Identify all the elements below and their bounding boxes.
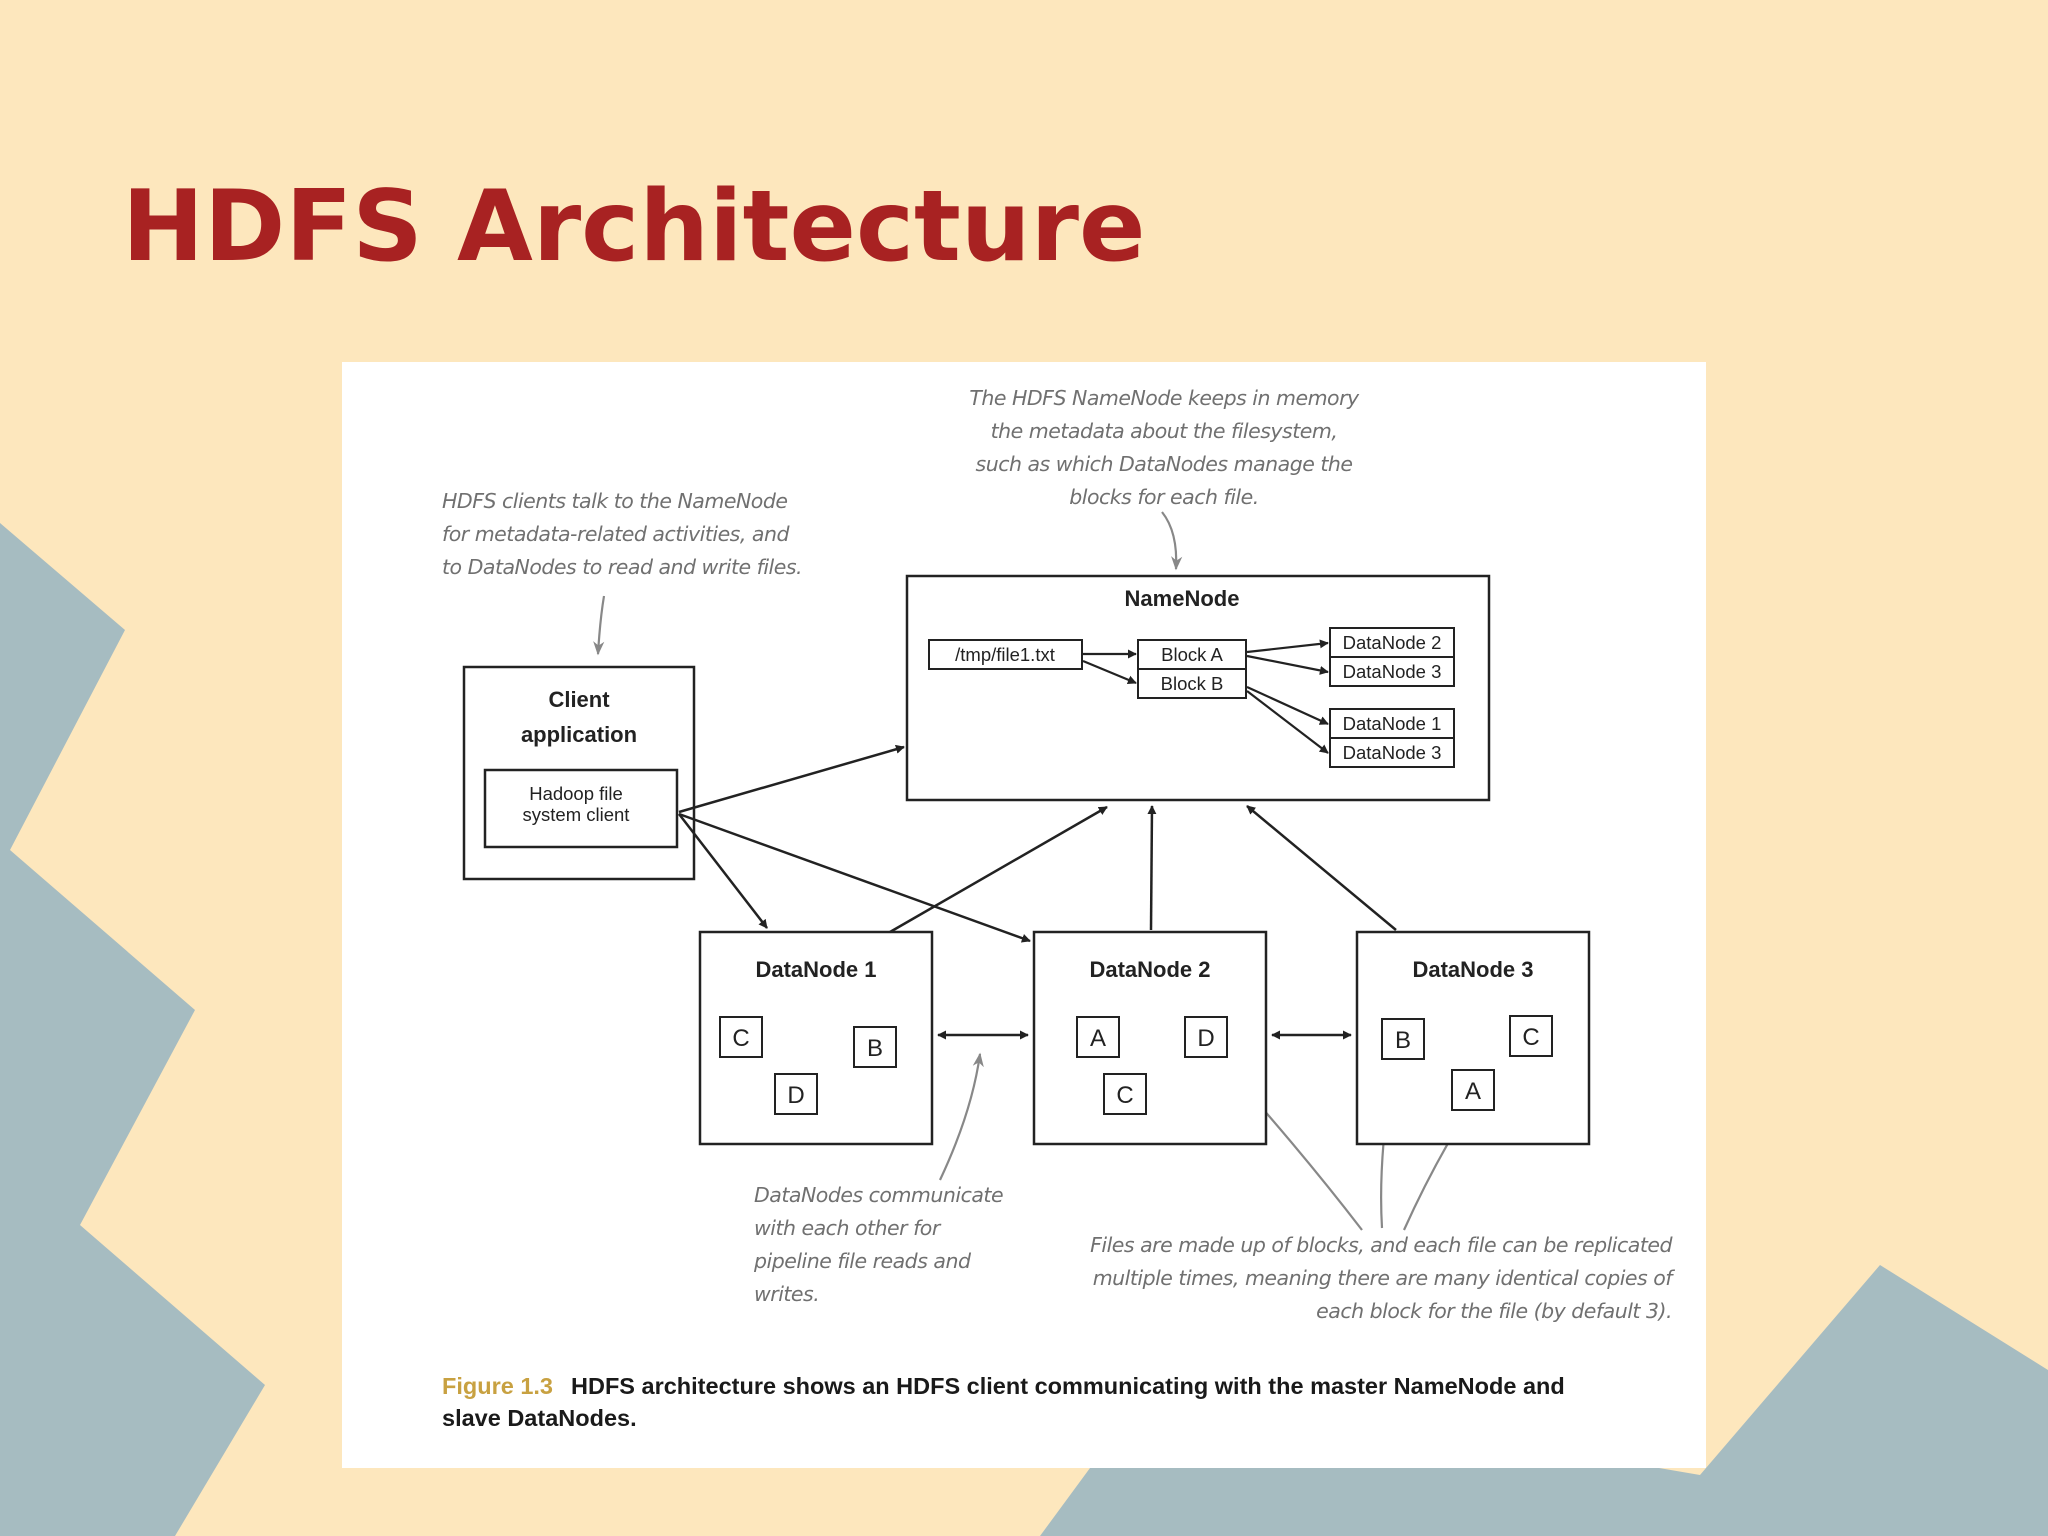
block-a-node: DataNode 3 (1343, 661, 1442, 682)
datanode1-to-namenode-arrow (889, 805, 1108, 934)
client-title-line: application (521, 722, 637, 747)
left-accent-shape (0, 523, 265, 1536)
namenode-note-line: blocks for each file. (1069, 485, 1259, 509)
connection-arrows (678, 744, 1397, 1040)
client-note: HDFS clients talk to the NameNode for me… (442, 489, 803, 579)
block-box (853, 1026, 897, 1068)
block-box (774, 1073, 818, 1115)
client-note-line: for metadata-related activities, and (442, 522, 790, 546)
block-label: D (1197, 1025, 1214, 1052)
hadoop-fs-client-box (483, 768, 679, 849)
client-to-datanode2-arrow (678, 812, 1031, 943)
client-note-line: HDFS clients talk to the NameNode (442, 489, 787, 513)
block-box (719, 1016, 763, 1058)
slide-title: HDFS Architecture (122, 170, 1146, 284)
namenode-note-line: such as which DataNodes manage the (976, 452, 1353, 476)
block-b-label: Block B (1161, 673, 1224, 694)
bottom-accent-shape (1040, 1265, 2048, 1536)
block-b-to-node-arrow (1246, 685, 1329, 726)
datanode-3: DataNode 3 B C A (1355, 930, 1591, 1146)
client-title-line: Client (548, 687, 610, 712)
namenode: NameNode /tmp/file1.txt Block A Block B … (905, 574, 1491, 802)
block-label: D (787, 1082, 804, 1109)
file-path: /tmp/file1.txt (955, 644, 1055, 665)
block-a-node-box (1329, 656, 1455, 687)
hdfs-architecture-diagram: HDFS clients talk to the NameNode for me… (442, 386, 1676, 1323)
namenode-note: The HDFS NameNode keeps in memory the me… (969, 386, 1360, 509)
block-b-box (1137, 668, 1247, 699)
block-box (1184, 1016, 1228, 1058)
block-b-node-box (1329, 737, 1455, 768)
block-label: C (1522, 1024, 1539, 1051)
block-b-node: DataNode 1 (1343, 713, 1442, 734)
file-to-block-b-arrow (1082, 659, 1137, 685)
figure-panel: HDFS clients talk to the NameNode for me… (342, 362, 1706, 1468)
hadoop-fs-client-line: system client (523, 804, 630, 825)
hadoop-fs-client-line: Hadoop file (529, 783, 623, 804)
block-box (1509, 1015, 1553, 1057)
block-label: A (1090, 1025, 1106, 1052)
client-to-datanode1-arrow (678, 813, 768, 929)
figure-label: Figure 1.3 (442, 1373, 554, 1399)
block-box (1451, 1069, 1495, 1111)
block-a-label: Block A (1161, 644, 1223, 665)
client-application: Client application Hadoop file system cl… (462, 665, 696, 881)
datanode3-to-namenode-arrow (1246, 805, 1397, 931)
datanode-2-title: DataNode 2 (1089, 957, 1210, 982)
client-to-namenode-arrow (678, 744, 905, 814)
client-note-arrow (593, 595, 606, 656)
block-a-to-node-arrow (1246, 654, 1329, 675)
file-path-box (928, 639, 1083, 670)
datanode-1-title: DataNode 1 (755, 957, 876, 982)
files-note-line: multiple times, meaning there are many i… (1093, 1266, 1676, 1290)
block-label: C (1116, 1082, 1133, 1109)
block-a-node: DataNode 2 (1343, 632, 1442, 653)
block-label: C (732, 1025, 749, 1052)
block-b-node: DataNode 3 (1343, 742, 1442, 763)
files-note: Files are made up of blocks, and each fi… (1090, 1233, 1676, 1323)
figure-caption-text: HDFS architecture shows an HDFS client c… (442, 1373, 1565, 1431)
namenode-title: NameNode (1125, 586, 1240, 611)
datanode-comm-note-line: with each other for (754, 1216, 942, 1240)
namenode-note-line: The HDFS NameNode keeps in memory (969, 386, 1360, 410)
client-note-line: to DataNodes to read and write files. (442, 555, 802, 579)
namenode-note-line: the metadata about the filesystem, (991, 419, 1338, 443)
datanode-3-title: DataNode 3 (1412, 957, 1533, 982)
datanode-comm-note-line: writes. (754, 1282, 819, 1306)
namenode-note-arrow (1161, 511, 1183, 571)
datanode-1: DataNode 1 C B D (698, 930, 934, 1146)
block-box (1103, 1073, 1147, 1115)
datanode-comm-note-arrow (939, 1052, 984, 1181)
datanode-comm-note-line: pipeline file reads and (753, 1249, 972, 1273)
block-label: B (1395, 1027, 1411, 1054)
datanode-comm-note-line: DataNodes communicate (754, 1183, 1003, 1207)
block-b-node-box (1329, 708, 1455, 739)
block-b-to-node-arrow (1246, 690, 1329, 754)
block-box (1076, 1016, 1120, 1058)
datanode-2: DataNode 2 A D C (1032, 930, 1268, 1146)
block-a-node-box (1329, 627, 1455, 658)
block-a-to-node-arrow (1246, 639, 1329, 654)
block-label: A (1465, 1078, 1481, 1105)
datanode2-to-namenode-arrow (1147, 805, 1157, 931)
datanode-comm-note: DataNodes communicate with each other fo… (753, 1183, 1004, 1306)
files-note-line: Files are made up of blocks, and each fi… (1090, 1233, 1673, 1257)
block-box (1381, 1018, 1425, 1060)
files-note-line: each block for the file (by default 3). (1316, 1299, 1672, 1323)
block-label: B (867, 1035, 883, 1062)
